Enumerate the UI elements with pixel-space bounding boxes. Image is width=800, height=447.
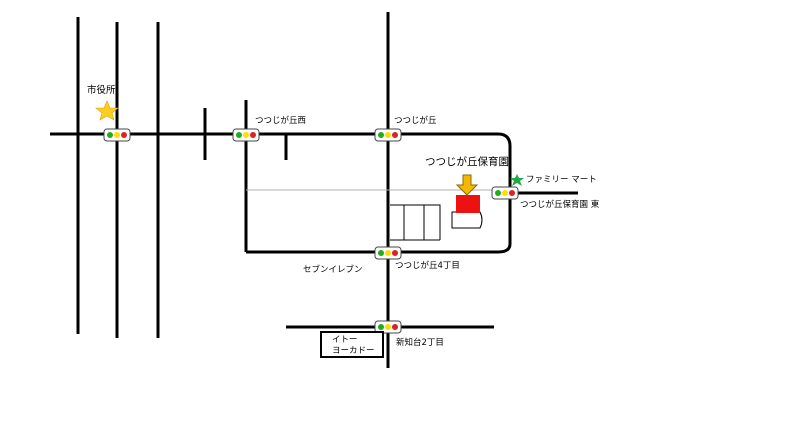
traffic-signal-icon — [232, 128, 260, 142]
label-shinchidai-2: 新知台2丁目 — [396, 338, 444, 348]
store-name-line-2: ヨーカドー — [332, 346, 375, 356]
label-nursery: つつじが丘保育園 — [425, 156, 509, 168]
traffic-signal-icon — [374, 128, 402, 142]
building-outlines — [390, 204, 483, 241]
label-tsutsujigaoka-nishi: つつじが丘西 — [255, 116, 307, 126]
store-name-line-1: イトー — [332, 335, 358, 345]
label-city-hall: 市役所 — [87, 85, 116, 96]
label-seven-eleven: セブンイレブン — [303, 265, 363, 275]
traffic-signal-icon — [374, 246, 402, 260]
traffic-signal-icon — [103, 128, 131, 142]
label-family-mart: ファミリー マート — [526, 175, 597, 185]
arrow-down-icon — [455, 174, 479, 196]
traffic-signal-icon — [491, 186, 519, 200]
label-nursery-east: つつじが丘保育園 東 — [520, 200, 600, 210]
star-icon — [510, 174, 524, 186]
traffic-signals — [103, 128, 519, 334]
label-tsutsujigaoka: つつじが丘 — [394, 116, 437, 126]
nursery-block — [456, 195, 480, 213]
star-icon — [95, 100, 119, 121]
label-tsutsujigaoka-4: つつじが丘4丁目 — [395, 261, 460, 271]
ito-yokado-store: イトー ヨーカドー — [320, 331, 384, 358]
traffic-signal-icon — [374, 320, 402, 334]
